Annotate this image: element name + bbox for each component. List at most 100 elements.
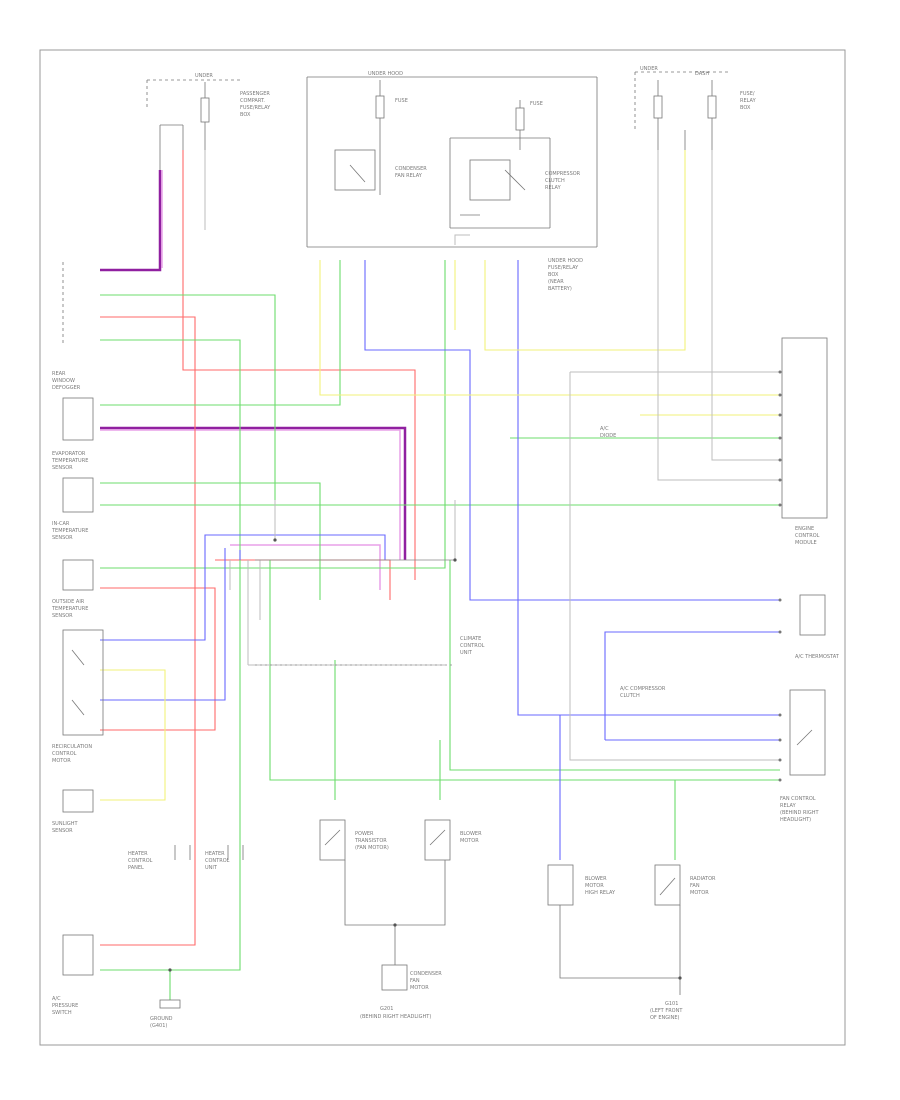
svg-text:TEMPERATURE: TEMPERATURE: [51, 606, 88, 612]
svg-text:SENSOR: SENSOR: [52, 465, 73, 471]
svg-text:UNDER: UNDER: [640, 66, 658, 72]
svg-text:MOTOR: MOTOR: [410, 985, 429, 991]
svg-text:IN-CAR: IN-CAR: [52, 521, 70, 527]
right-connector-pins: [778, 370, 782, 782]
svg-text:A/C COMPRESSOR: A/C COMPRESSOR: [620, 686, 666, 692]
svg-text:MOTOR: MOTOR: [690, 890, 709, 896]
svg-text:COMPRESSOR: COMPRESSOR: [545, 171, 581, 177]
svg-text:EVAPORATOR: EVAPORATOR: [52, 451, 86, 457]
svg-text:(BEHIND RIGHT: (BEHIND RIGHT: [780, 810, 820, 816]
svg-text:CONTROL: CONTROL: [795, 533, 820, 539]
svg-text:BLOWER: BLOWER: [460, 831, 482, 837]
svg-text:A/C: A/C: [600, 426, 609, 432]
wire-gray: [204, 150, 780, 761]
center-connector-block: [255, 559, 455, 666]
svg-text:UNDER: UNDER: [195, 73, 213, 79]
svg-text:CLUTCH: CLUTCH: [545, 178, 565, 184]
svg-text:FUSE/RELAY: FUSE/RELAY: [240, 105, 271, 111]
svg-text:UNIT: UNIT: [205, 865, 218, 871]
svg-text:HEATER: HEATER: [128, 851, 148, 857]
svg-text:DIODE: DIODE: [600, 433, 616, 439]
svg-text:A/C THERMOSTAT: A/C THERMOSTAT: [795, 654, 840, 660]
svg-text:BOX: BOX: [240, 112, 251, 118]
left-components: [62, 262, 244, 1009]
svg-text:ENGINE: ENGINE: [795, 526, 814, 532]
svg-text:SWITCH: SWITCH: [52, 1010, 72, 1016]
svg-text:A/C: A/C: [52, 996, 61, 1002]
svg-text:GROUND: GROUND: [150, 1016, 173, 1022]
splice-points: [168, 538, 682, 980]
svg-text:G201: G201: [380, 1006, 393, 1012]
svg-text:G101: G101: [665, 1001, 678, 1007]
svg-text:RECIRCULATION: RECIRCULATION: [52, 744, 92, 750]
svg-text:HEATER: HEATER: [205, 851, 225, 857]
wire-violet: [100, 170, 407, 560]
svg-text:MOTOR: MOTOR: [52, 758, 71, 764]
svg-text:(FAN MOTOR): (FAN MOTOR): [355, 845, 389, 851]
svg-text:MOTOR: MOTOR: [460, 838, 479, 844]
svg-text:CONTROL: CONTROL: [460, 643, 485, 649]
svg-text:(G401): (G401): [150, 1023, 167, 1029]
svg-text:BLOWER: BLOWER: [585, 876, 607, 882]
svg-text:BATTERY): BATTERY): [548, 286, 572, 292]
svg-text:TEMPERATURE: TEMPERATURE: [51, 528, 88, 534]
svg-text:COMPART.: COMPART.: [240, 98, 265, 104]
wire-green: [100, 260, 780, 1000]
svg-text:FUSE/: FUSE/: [740, 91, 755, 97]
svg-text:UNDER HOOD: UNDER HOOD: [548, 258, 583, 264]
svg-text:RELAY: RELAY: [780, 803, 797, 809]
wire-pink: [100, 170, 401, 590]
svg-text:HIGH RELAY: HIGH RELAY: [585, 890, 616, 896]
svg-text:OF ENGINE): OF ENGINE): [650, 1015, 680, 1021]
svg-text:HEADLIGHT): HEADLIGHT): [780, 817, 811, 823]
svg-text:MODULE: MODULE: [795, 540, 817, 546]
wire-blue: [100, 260, 780, 860]
svg-text:FUSE: FUSE: [530, 101, 543, 107]
svg-text:BOX: BOX: [740, 105, 751, 111]
svg-text:BOX: BOX: [548, 272, 559, 278]
wire-yellow: [100, 150, 780, 801]
svg-text:CONTROL: CONTROL: [52, 751, 77, 757]
svg-text:UNIT: UNIT: [460, 650, 473, 656]
svg-text:SUNLIGHT: SUNLIGHT: [52, 821, 78, 827]
svg-text:OUTSIDE AIR: OUTSIDE AIR: [52, 599, 85, 605]
svg-text:WINDOW: WINDOW: [52, 378, 75, 384]
svg-text:SENSOR: SENSOR: [52, 535, 73, 541]
svg-text:(LEFT FRONT: (LEFT FRONT: [650, 1008, 683, 1014]
svg-text:UNDER HOOD: UNDER HOOD: [368, 71, 403, 77]
svg-text:CONDENSER: CONDENSER: [410, 971, 442, 977]
svg-text:FAN CONTROL: FAN CONTROL: [780, 796, 816, 802]
svg-text:SENSOR: SENSOR: [52, 613, 73, 619]
top-left-fuse-box: [146, 79, 240, 170]
wire-red: [100, 150, 416, 946]
svg-text:CONTROL: CONTROL: [205, 858, 230, 864]
svg-text:PRESSURE: PRESSURE: [52, 1003, 78, 1009]
svg-text:CONDENSER: CONDENSER: [395, 166, 427, 172]
svg-text:(NEAR: (NEAR: [548, 279, 564, 285]
center-relay-box: [306, 76, 598, 248]
svg-text:FUSE/RELAY: FUSE/RELAY: [548, 265, 579, 271]
svg-text:PANEL: PANEL: [128, 865, 144, 871]
svg-text:DEFOGGER: DEFOGGER: [52, 385, 81, 391]
svg-text:REAR: REAR: [52, 371, 66, 377]
svg-text:DASH: DASH: [695, 71, 709, 77]
svg-text:CLUTCH: CLUTCH: [620, 693, 640, 699]
svg-text:FUSE: FUSE: [395, 98, 408, 104]
svg-text:MOTOR: MOTOR: [585, 883, 604, 889]
svg-text:RELAY: RELAY: [740, 98, 757, 104]
svg-text:PASSENGER: PASSENGER: [240, 91, 270, 97]
svg-text:FAN: FAN: [410, 978, 420, 984]
top-right-fuse-box: [634, 71, 730, 180]
svg-text:TEMPERATURE: TEMPERATURE: [51, 458, 88, 464]
svg-text:CONTROL: CONTROL: [128, 858, 153, 864]
svg-text:RELAY: RELAY: [545, 185, 562, 191]
svg-text:SENSOR: SENSOR: [52, 828, 73, 834]
right-components: [781, 337, 828, 776]
svg-text:TRANSISTOR: TRANSISTOR: [354, 838, 387, 844]
svg-text:RADIATOR: RADIATOR: [690, 876, 716, 882]
svg-text:FAN: FAN: [690, 883, 700, 889]
svg-text:(BEHIND RIGHT HEADLIGHT): (BEHIND RIGHT HEADLIGHT): [360, 1014, 431, 1020]
svg-text:POWER: POWER: [355, 831, 374, 837]
svg-text:FAN RELAY: FAN RELAY: [395, 173, 423, 179]
